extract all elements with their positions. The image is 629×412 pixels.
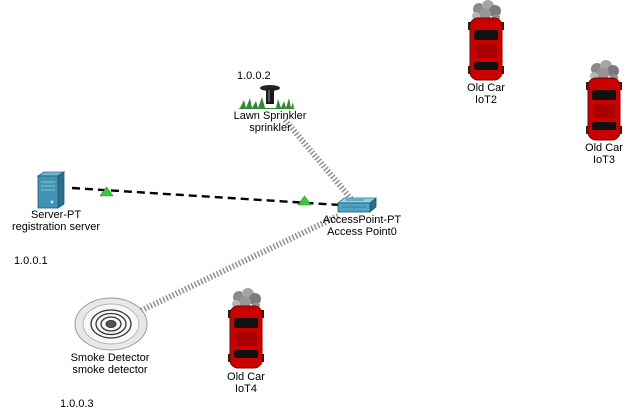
smoke-detector-name-label: smoke detector <box>72 364 148 376</box>
smoke-cloud-icon <box>232 288 261 310</box>
car-iot2-label: Old Car IoT2 <box>436 82 536 106</box>
link-status-indicator-server <box>99 186 114 197</box>
car-iot2-name-label: IoT2 <box>474 94 497 106</box>
server-label: Server-PT registration server <box>4 209 108 233</box>
smoke-detector-label: Smoke Detector smoke detector <box>50 352 170 376</box>
server-ip-label: 1.0.0.1 <box>14 255 48 267</box>
car-iot3-label: Old Car IoT3 <box>554 142 629 166</box>
access-point-icon[interactable] <box>336 197 378 213</box>
old-car-icon[interactable] <box>462 0 510 82</box>
sprinkler-type-label: Lawn Sprinkler <box>233 110 307 122</box>
server-name-label: registration server <box>11 221 101 233</box>
car-iot4-label: Old Car IoT4 <box>196 371 296 395</box>
car-iot3-type-label: Old Car <box>585 142 623 154</box>
access-point-name-label: Access Point0 <box>327 226 397 238</box>
smoke-detector-type-label: Smoke Detector <box>70 352 150 364</box>
car-iot3-name-label: IoT3 <box>592 154 615 166</box>
link-status-indicator-ap <box>297 195 312 206</box>
server-type-label: Server-PT <box>30 209 82 221</box>
old-car-icon[interactable] <box>222 288 270 370</box>
lawn-sprinkler-icon[interactable] <box>238 84 294 110</box>
old-car-icon[interactable] <box>580 60 628 142</box>
sprinkler-name-label: sprinkler <box>249 122 291 134</box>
smoke-detector-ip-label: 1.0.0.3 <box>60 398 94 410</box>
car-iot4-name-label: IoT4 <box>234 383 257 395</box>
access-point-type-label: AccessPoint-PT <box>322 214 402 226</box>
sprinkler-label: Lawn Sprinkler sprinkler <box>218 110 322 134</box>
smoke-cloud-icon <box>590 60 619 82</box>
access-point-label: AccessPoint-PT Access Point0 <box>302 214 422 238</box>
smoke-detector-icon[interactable] <box>72 296 150 352</box>
car-iot2-type-label: Old Car <box>467 82 505 94</box>
car-iot4-type-label: Old Car <box>227 371 265 383</box>
server-icon[interactable] <box>34 170 70 210</box>
sprinkler-ip-label: 1.0.0.2 <box>237 70 271 82</box>
wired-link-server-ap <box>71 186 341 207</box>
